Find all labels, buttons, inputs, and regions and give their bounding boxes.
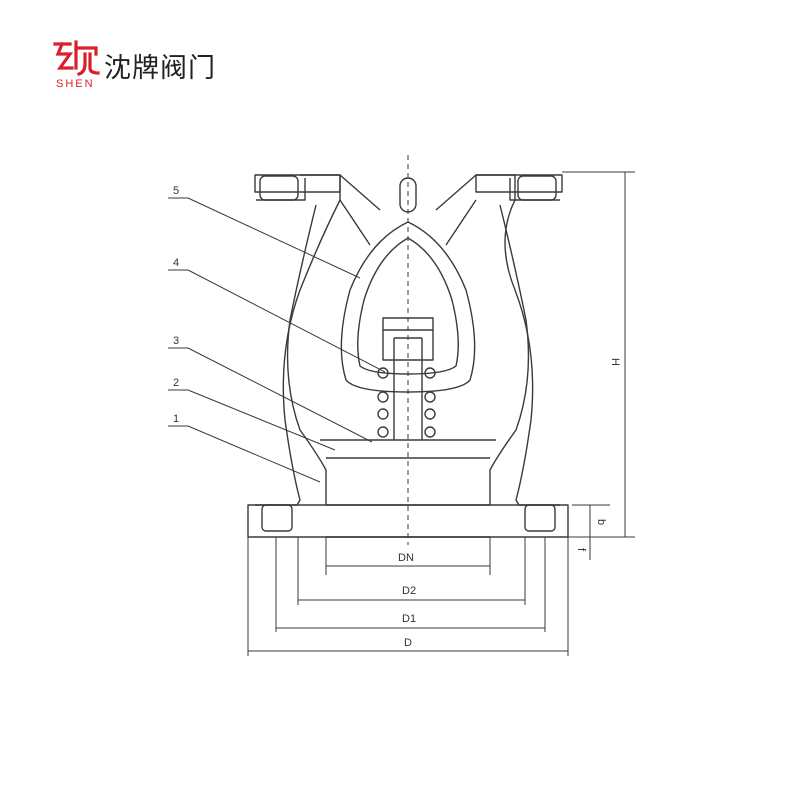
dim-label-d2: D2: [402, 585, 416, 597]
brand-latin-text: SHEN: [56, 78, 95, 90]
dim-label-d: D: [404, 637, 412, 649]
part-label-3: 3: [173, 335, 179, 347]
brand-name: 沈牌阀门: [104, 53, 216, 84]
brand-logo: SHEN 沈牌阀门: [52, 38, 222, 98]
leader-lines: [168, 197, 386, 483]
bottom-bolt-right: [524, 504, 556, 532]
part-label-2: 2: [173, 377, 179, 389]
stem-top: [399, 177, 417, 213]
bottom-bolt-left: [261, 504, 293, 532]
dim-label-h: H: [609, 358, 621, 366]
stem: [393, 337, 423, 440]
top-bolt-left: [259, 175, 299, 201]
dim-label-f: f: [575, 548, 587, 552]
guide-bushing: [382, 317, 434, 361]
dimension-lines: [247, 171, 635, 656]
part-label-1: 1: [173, 413, 179, 425]
brand-logo-mark: [53, 40, 100, 77]
valve-body-inner: [286, 204, 530, 505]
cage: [340, 221, 476, 393]
part-label-4: 4: [173, 257, 179, 269]
dim-label-d1: D1: [402, 613, 416, 625]
part-label-5: 5: [173, 185, 179, 197]
dim-label-b: b: [595, 519, 607, 525]
top-bolt-right: [517, 175, 557, 201]
valve-body-outer: [255, 174, 560, 506]
valve-seat: [320, 439, 496, 459]
dim-label-dn: DN: [398, 552, 414, 564]
spring: [377, 367, 436, 438]
